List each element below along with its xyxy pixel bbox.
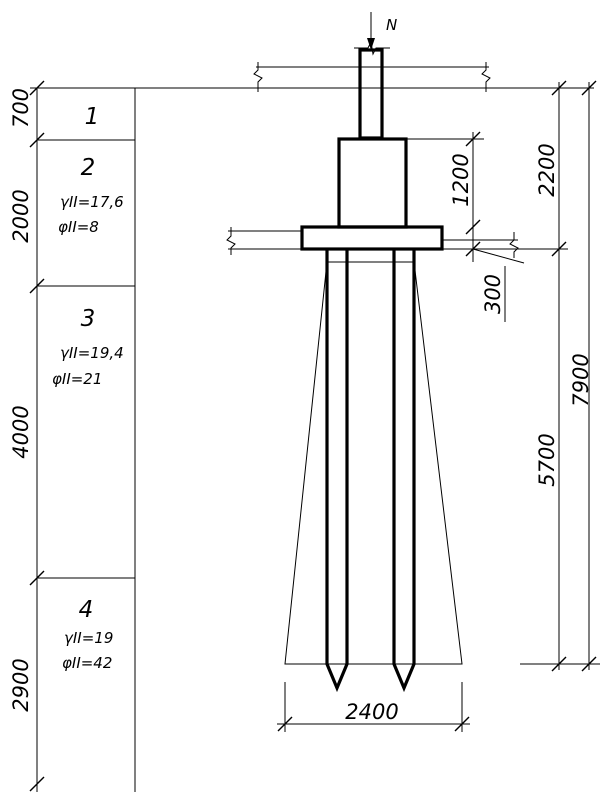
layer-2-thickness: 2000 (9, 189, 33, 242)
layer-3-phi: φII=21 (52, 370, 102, 388)
break-symbol-left (253, 62, 263, 92)
tick-mark (29, 776, 45, 792)
tick-mark (29, 570, 45, 586)
tick-mark (581, 80, 597, 96)
tick-mark (551, 241, 567, 257)
total-depth-label: 7900 (569, 353, 593, 406)
layer-1-thickness: 700 (9, 88, 33, 128)
layer-1-number: 1 (85, 104, 100, 130)
tick-mark (465, 219, 481, 235)
pile-right (392, 249, 416, 693)
conditional-foundation-outline (284, 261, 463, 665)
layer-4-number: 4 (79, 597, 94, 623)
break-symbol-right (481, 62, 491, 92)
leader-line-300 (472, 248, 525, 264)
tick-mark (29, 278, 45, 294)
layer-4-gamma: γII=19 (64, 629, 113, 647)
pile-length-label: 5700 (535, 433, 559, 486)
pedestal-height-label: 1200 (449, 153, 473, 206)
layer-2-number: 2 (81, 155, 96, 181)
tick-mark (29, 80, 45, 96)
tick-mark (551, 80, 567, 96)
cap-thickness-label: 300 (481, 274, 505, 314)
foundation-depth-label: 2200 (535, 143, 559, 196)
layer-3-gamma: γII=19,4 (60, 344, 124, 362)
dimensions: 1200 300 2200 5700 7900 2400 (277, 80, 600, 732)
pile-cap (300, 225, 444, 251)
column-assembly: N (226, 12, 568, 693)
layer-4-phi: φII=42 (62, 654, 112, 672)
base-width-label: 2400 (345, 700, 398, 724)
layer-3-thickness: 4000 (9, 405, 33, 458)
tick-mark (454, 716, 470, 732)
load-label: N (386, 16, 397, 34)
column-break-line (354, 40, 390, 56)
break-symbol-cap-right (509, 232, 519, 258)
tick-mark (465, 131, 481, 147)
layer-2-phi: φII=8 (58, 218, 99, 236)
pile-left (325, 249, 349, 693)
pedestal (337, 137, 408, 229)
column-stem (358, 48, 384, 140)
layer-3-number: 3 (81, 306, 96, 332)
tick-mark (29, 132, 45, 148)
layer-4-thickness: 2900 (9, 658, 33, 711)
layer-2-gamma: γII=17,6 (60, 193, 124, 211)
tick-mark (581, 656, 597, 672)
tick-mark (277, 716, 293, 732)
soil-layers-table: 700 2000 4000 2900 1 2 3 4 γII=17,6 φII=… (9, 80, 594, 792)
